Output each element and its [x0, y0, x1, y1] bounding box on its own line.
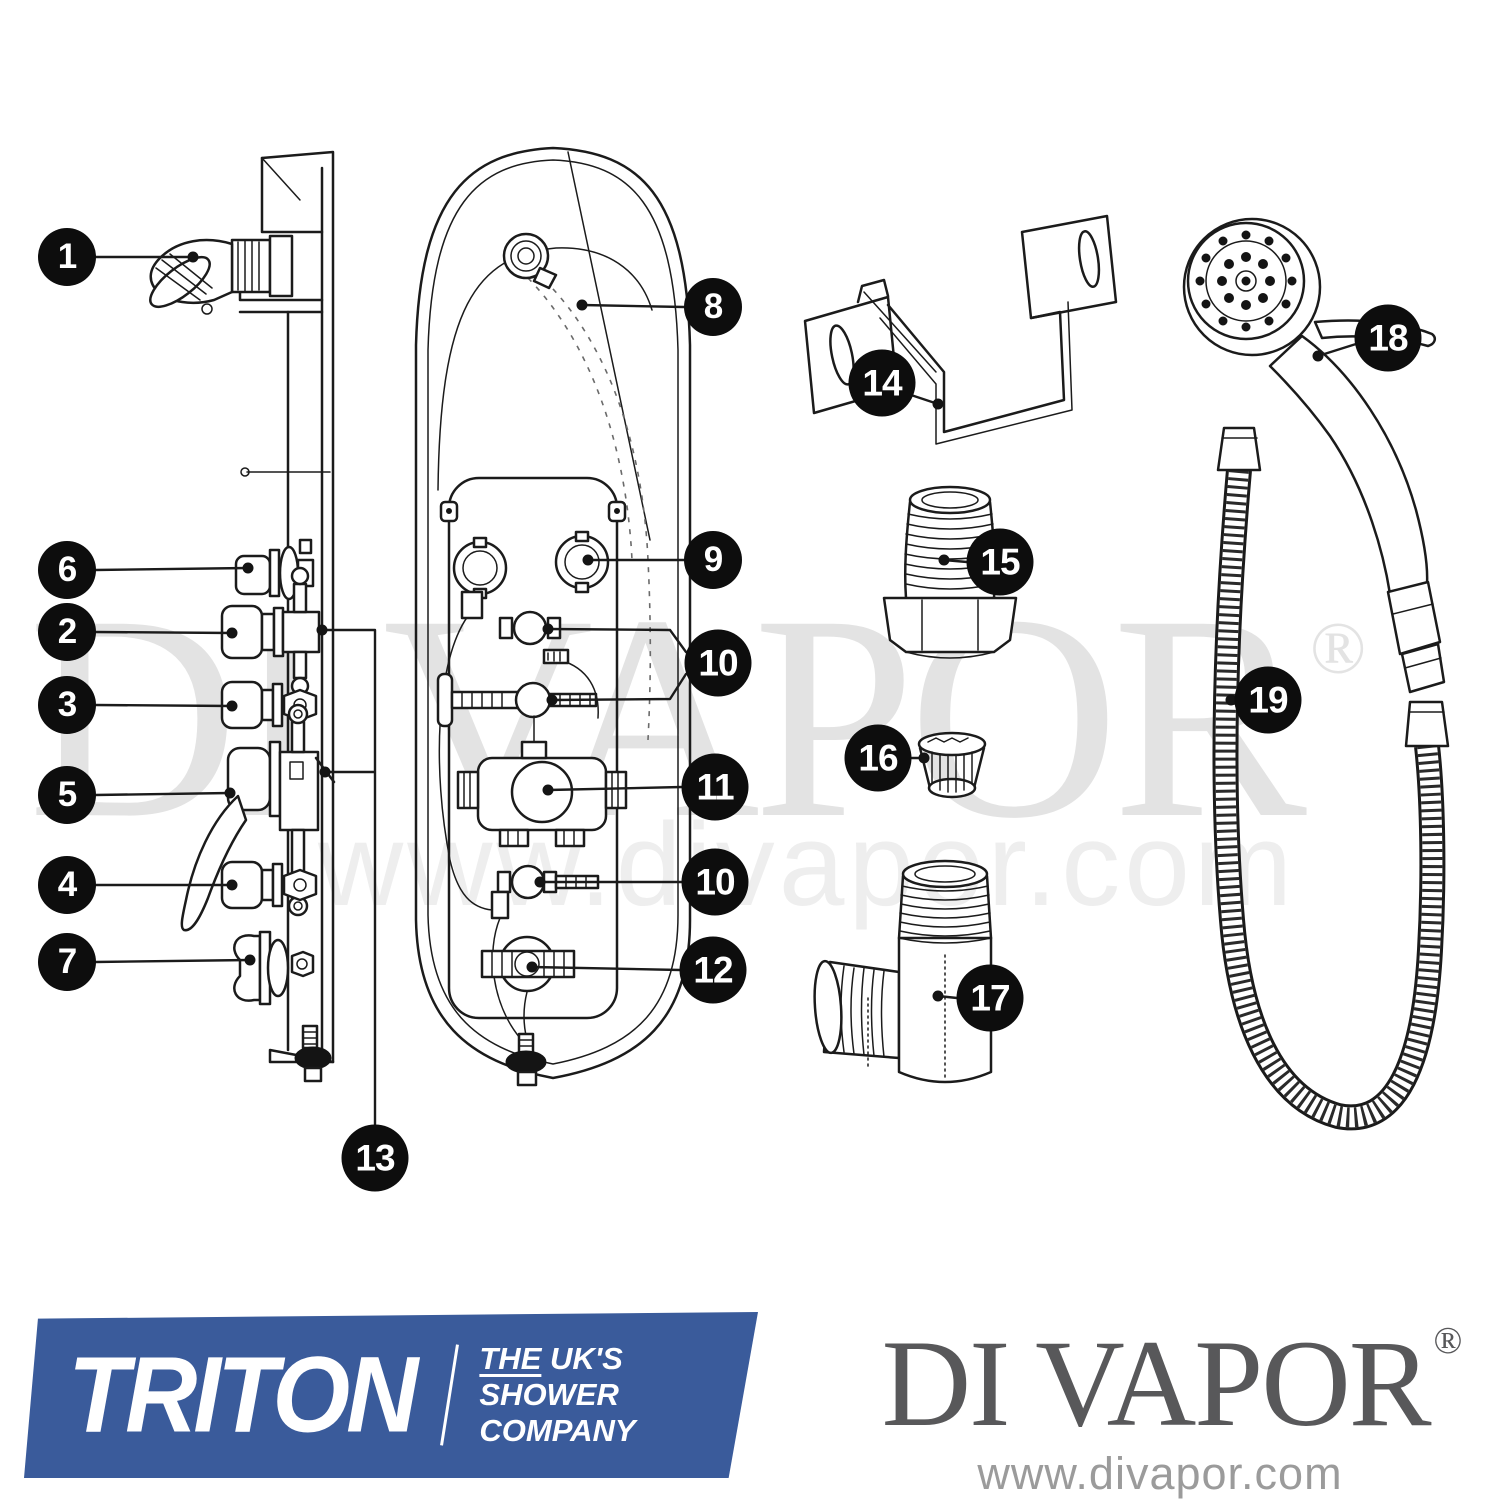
callout-16: 16 — [844, 724, 912, 792]
divapor-registered-mark: ® — [1433, 1320, 1463, 1362]
callout-17: 17 — [956, 964, 1024, 1032]
threaded-adapter-part-15 — [882, 485, 1018, 659]
callout-7: 7 — [38, 933, 96, 991]
shower-head-part-1 — [149, 234, 294, 315]
callout-11: 11 — [681, 753, 749, 821]
callout-10b: 10 — [681, 848, 749, 916]
callout-15: 15 — [966, 528, 1034, 596]
divapor-url: www.divapor.com — [977, 1448, 1343, 1499]
callout-6: 6 — [38, 541, 96, 599]
triton-logo-divider — [440, 1344, 460, 1446]
callout-9: 9 — [684, 531, 742, 589]
callout-5: 5 — [38, 766, 96, 824]
triton-logo: TRITON THE UK'S SHOWER COMPANY — [24, 1312, 758, 1478]
triton-tagline-the: THE — [479, 1341, 542, 1376]
shower-hose-part-19 — [1212, 426, 1450, 1131]
callout-18: 18 — [1354, 304, 1422, 372]
filter-washer-part-16 — [917, 731, 987, 799]
callout-1: 1 — [38, 228, 96, 286]
callout-14: 14 — [848, 349, 916, 417]
watermark-registered-mark: ® — [1309, 608, 1367, 690]
callout-8: 8 — [684, 278, 742, 336]
triton-tagline-shower: SHOWER — [479, 1377, 619, 1412]
callout-19: 19 — [1234, 666, 1302, 734]
triton-tagline: THE UK'S SHOWER COMPANY — [479, 1341, 635, 1449]
leader-lines — [93, 251, 1358, 1127]
callout-2: 2 — [38, 603, 96, 661]
triton-tagline-company: COMPANY — [479, 1413, 636, 1448]
front-view-shower-panel — [414, 146, 692, 1087]
side-view-valve-parts — [180, 538, 336, 1083]
callout-10a: 10 — [684, 629, 752, 697]
shower-handset-part-18 — [1182, 217, 1446, 694]
wall-bracket-part-14 — [803, 214, 1118, 445]
side-view-shower-panel — [238, 150, 335, 1064]
triton-brand-name: TRITON — [68, 1333, 418, 1455]
callout-13: 13 — [341, 1124, 409, 1192]
callout-3: 3 — [38, 676, 96, 734]
callout-12: 12 — [679, 936, 747, 1004]
callout-4: 4 — [38, 856, 96, 914]
triton-tagline-uks: UK'S — [550, 1341, 623, 1376]
divapor-logo: DI VAPOR® — [881, 1315, 1463, 1452]
elbow-fitting-part-17 — [813, 859, 993, 1084]
